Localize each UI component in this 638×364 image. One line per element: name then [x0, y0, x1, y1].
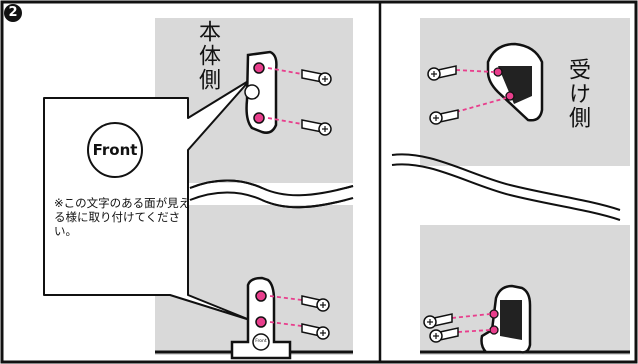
upper-bracket: [244, 50, 278, 134]
lower-bracket: [230, 276, 292, 360]
receiver-guide-line-1: [455, 69, 495, 73]
lower-receiver-guide-line-2: [457, 329, 491, 333]
lower-guide-line-2: [269, 321, 303, 327]
front-circle: [87, 122, 143, 178]
body-side-label: 本体側: [195, 20, 220, 92]
upper-receiver: [486, 42, 544, 122]
right-break-line-top: [391, 153, 621, 211]
lower-receiver-guide-line-1: [451, 313, 491, 319]
lower-screw-1: [301, 295, 330, 312]
receiver-screw-2: [429, 109, 459, 125]
lower-guide-line-1: [269, 295, 303, 301]
upper-guide-line-2: [267, 117, 303, 125]
receiver-guide-line-2: [455, 97, 507, 113]
upper-screw-2: [301, 119, 332, 136]
upper-guide-line-1: [267, 67, 303, 75]
lower-receiver-screw-1: [423, 313, 453, 329]
bracket-front-marking: Front: [255, 339, 267, 344]
receiver-side-label: 受け側: [565, 58, 590, 130]
upper-screw-1: [301, 69, 332, 86]
right-break-line-bottom: [391, 163, 621, 221]
step-number-badge: 2: [4, 4, 22, 22]
callout-note: ※この文字のある面が見える様に取り付けてください。: [54, 196, 191, 238]
receiver-screw-1: [427, 65, 457, 81]
lower-screw-2: [301, 323, 330, 340]
lower-receiver-screw-2: [429, 327, 459, 343]
lower-receiver: [480, 284, 532, 354]
front-circle-label: Front: [92, 141, 138, 159]
